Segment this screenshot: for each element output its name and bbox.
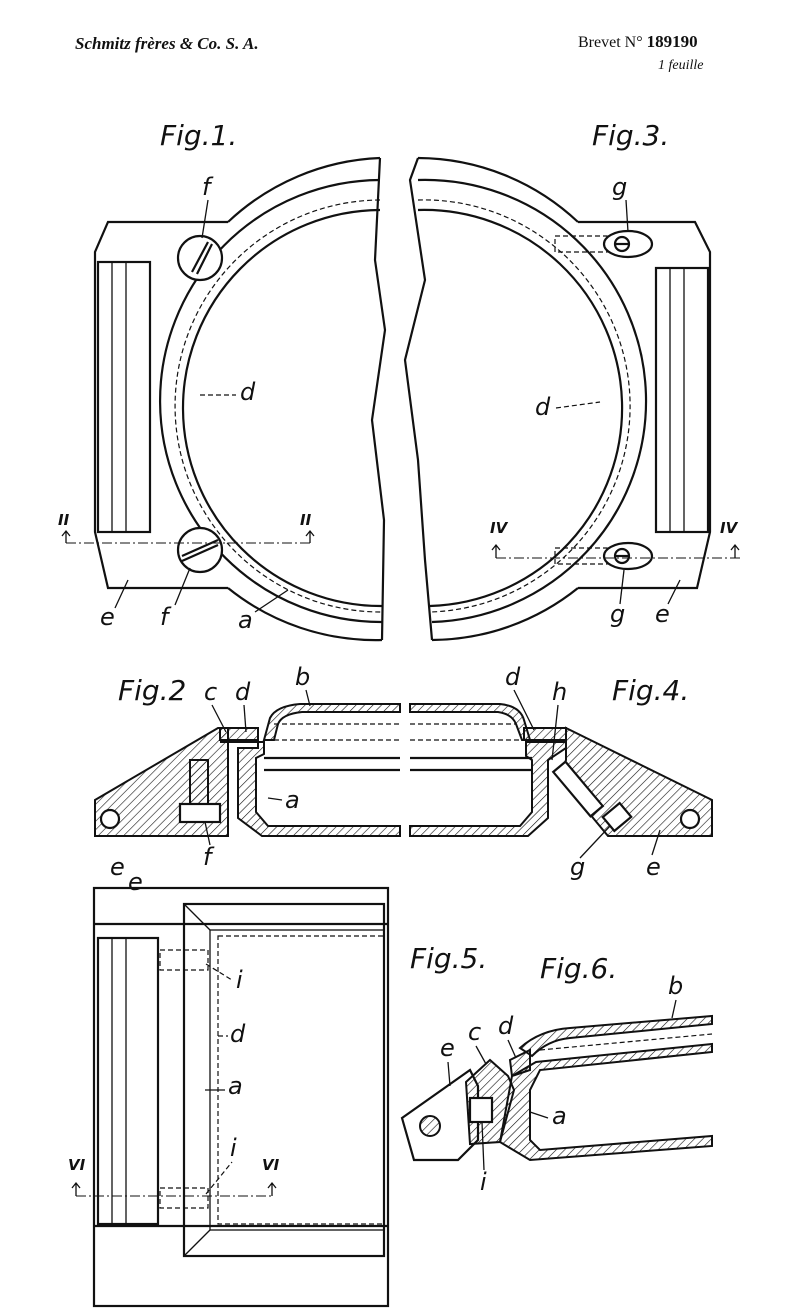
fig4-case-a	[409, 741, 567, 837]
fig3-label-e: e	[655, 600, 670, 628]
fig2-label-e: e	[110, 853, 125, 881]
fig6-label-d: d	[498, 1012, 514, 1040]
fig1-label-d: d	[240, 378, 256, 406]
fig1-title: Fig.1.	[160, 119, 237, 152]
fig2-screw-shaft	[189, 759, 209, 809]
patent-prefix: Brevet N°	[578, 34, 643, 51]
fig1-label-f-top: f	[202, 173, 214, 201]
fig4-title: Fig.4.	[612, 674, 689, 707]
fig5-crystal	[209, 929, 385, 1231]
fig4-pin-channel	[551, 760, 605, 818]
fig5-ring-d	[217, 935, 385, 1225]
fig5-label-i-top: i	[236, 966, 243, 994]
fig6-label-b: b	[668, 972, 683, 1000]
fig1-ring-d	[174, 199, 383, 613]
section-mark-II-right: II	[300, 511, 312, 529]
fig1-case-frame	[93, 220, 228, 590]
fig1-screw-top	[176, 234, 224, 282]
fig1-bar	[96, 260, 152, 534]
fig1-label-a: a	[238, 606, 253, 634]
fig6-title: Fig.6.	[540, 952, 617, 985]
figure-1: Fig.1. II II f	[58, 119, 387, 642]
fig2-label-c: c	[204, 678, 217, 706]
figure-6: Fig.6. b c d e a i	[400, 952, 713, 1196]
fig6-pin-i	[468, 1096, 494, 1124]
fig3-case-frame	[578, 220, 712, 590]
fig6-label-a: a	[552, 1102, 567, 1130]
figure-2: Fig.2 c d b a f e	[94, 663, 401, 881]
fig3-label-g-bottom: g	[610, 600, 625, 628]
fig1-label-f-bottom: f	[160, 603, 172, 631]
fig2-label-f: f	[203, 843, 215, 871]
fig1-label-e: e	[100, 603, 115, 631]
fig5-title: Fig.5.	[410, 942, 487, 975]
fig2-crystal-b	[262, 703, 401, 741]
fig5-bar	[96, 936, 160, 1226]
figure-3: Fig.3. IV IV g d g	[403, 119, 740, 642]
section-mark-IV-right: IV	[720, 519, 739, 537]
fig4-crystal-b	[409, 703, 532, 741]
section-mark-VI-right: VI	[262, 1156, 280, 1174]
fig2-ring-d	[219, 727, 259, 741]
fig3-ring-d	[417, 199, 631, 613]
fig3-pin-bottom	[554, 541, 654, 571]
fig5-label-i-bottom: i	[230, 1134, 237, 1162]
patent-number: Brevet N° 189190	[578, 32, 698, 52]
fig5-outline	[92, 886, 390, 1308]
fig3-label-d: d	[535, 393, 551, 421]
fig2-title: Fig.2	[118, 674, 186, 707]
fig4-label-d: d	[505, 663, 521, 691]
fig3-bezel-outer	[417, 178, 648, 624]
figure-4: Fig.4. d h g e	[409, 663, 713, 881]
fig4-label-h: h	[552, 678, 567, 706]
figure-5: Fig.5. VI VI e i d a i	[68, 868, 487, 1308]
fig4-ring-d	[523, 727, 567, 741]
fig2-case-a	[220, 741, 401, 837]
fig4-pin-head	[601, 801, 633, 833]
fig3-crystal	[417, 208, 624, 608]
patent-number-value: 189190	[646, 32, 698, 51]
fig5-label-d: d	[230, 1020, 246, 1048]
fig2-label-d: d	[235, 678, 251, 706]
fig4-label-e: e	[646, 853, 661, 881]
fig5-case	[182, 902, 386, 1258]
fig1-screw-bottom	[176, 526, 224, 574]
section-mark-VI-left: VI	[68, 1156, 86, 1174]
sheet-count: 1 feuille	[658, 58, 704, 73]
fig3-bar	[654, 266, 710, 534]
fig6-label-i: i	[480, 1168, 487, 1196]
fig5-label-e: e	[128, 868, 143, 896]
fig5-label-a: a	[228, 1072, 243, 1100]
fig2-label-b: b	[295, 663, 310, 691]
fig2-label-a: a	[285, 786, 300, 814]
fig3-label-g-top: g	[612, 173, 627, 201]
fig4-label-g: g	[570, 853, 585, 881]
section-mark-IV-left: IV	[490, 519, 509, 537]
fig6-crystal-b	[518, 1014, 713, 1058]
fig6-case-a	[498, 1042, 713, 1162]
section-mark-II-left: II	[58, 511, 70, 529]
fig1-crystal	[181, 208, 383, 608]
fig2-screw-head	[178, 802, 222, 824]
applicant-name: Schmitz frères & Co. S. A.	[75, 34, 259, 53]
fig6-label-c: c	[468, 1018, 481, 1046]
fig3-title: Fig.3.	[592, 119, 669, 152]
fig6-label-e: e	[440, 1034, 455, 1062]
